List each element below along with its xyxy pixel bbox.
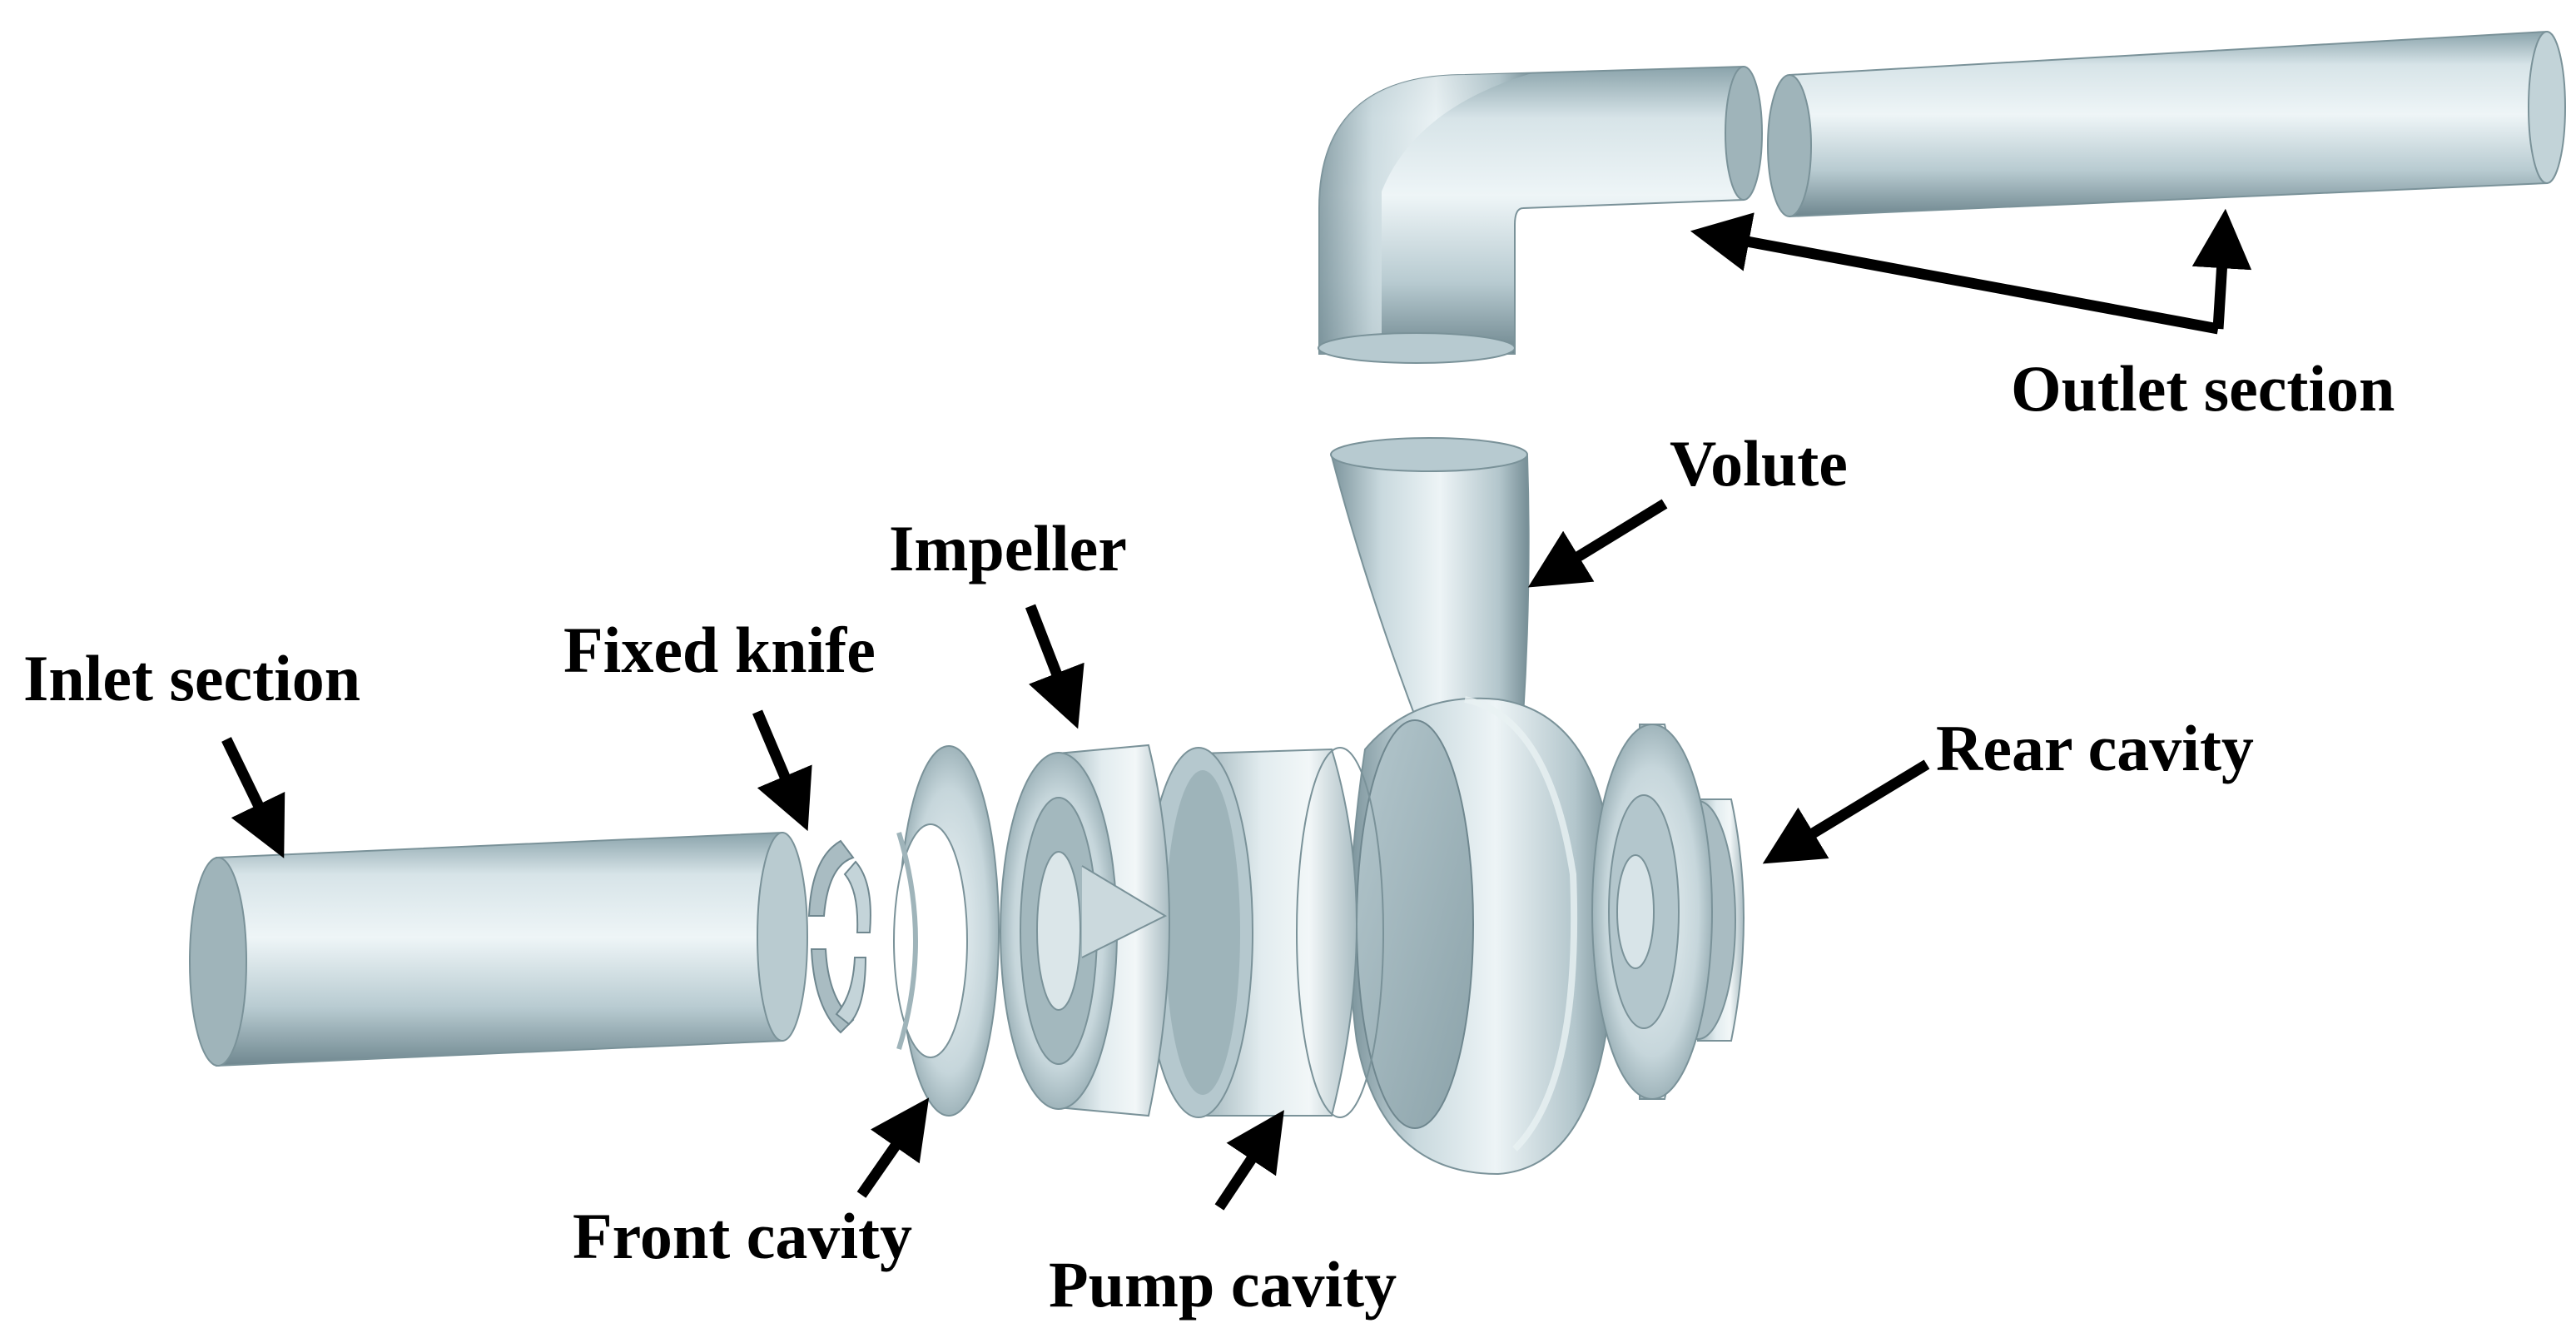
arrow-front-cavity (856, 1097, 930, 1198)
inlet-pipe (189, 831, 808, 1067)
arrow-inlet (221, 737, 285, 858)
label-outlet-section: Outlet section (2011, 352, 2395, 425)
label-impeller: Impeller (889, 512, 1127, 584)
outlet-elbow (1318, 65, 1763, 364)
label-front-cavity: Front cavity (573, 1200, 912, 1272)
callout-arrows (221, 208, 2252, 1211)
arrow-rear-cavity (1762, 759, 1930, 864)
arrow-outlet-pipe (2191, 208, 2252, 330)
pump-cavity (1144, 747, 1384, 1118)
label-fixed-knife: Fixed knife (563, 614, 876, 686)
arrow-outlet-elbow (1690, 212, 2220, 335)
front-cavity (893, 745, 1000, 1117)
arrow-volute (1527, 499, 1668, 588)
label-volute: Volute (1670, 427, 1848, 500)
rear-cavity (1591, 724, 1745, 1100)
arrow-fixed-knife (752, 709, 812, 832)
arrow-impeller (1025, 604, 1085, 729)
impeller (1000, 744, 1170, 1117)
arrow-pump-cavity (1214, 1110, 1284, 1211)
outlet-pipe (1767, 30, 2566, 218)
label-inlet-section: Inlet section (23, 642, 361, 714)
label-pump-cavity: Pump cavity (1049, 1248, 1397, 1321)
label-rear-cavity: Rear cavity (1936, 712, 2254, 784)
fixed-knife (807, 839, 871, 1034)
volute (1330, 437, 1616, 1176)
